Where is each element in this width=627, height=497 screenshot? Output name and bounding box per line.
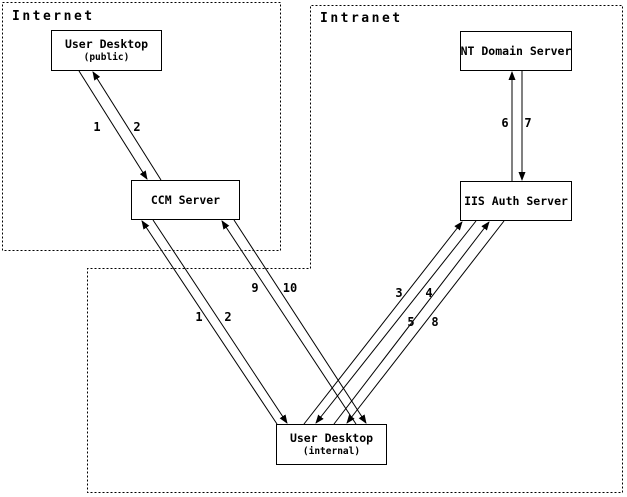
flow-label-10: 10 [282, 281, 298, 295]
node-iis-auth-server: IIS Auth Server [460, 181, 572, 221]
internet-zone-label: Internet [12, 9, 95, 24]
node-subtitle: (internal) [302, 445, 361, 457]
arrow-2-ccm-to-public-desktop [92, 71, 162, 181]
flow-label-3: 3 [395, 286, 403, 300]
arrow-5-internal-desktop-to-iis [333, 221, 490, 425]
flow-label-7: 7 [524, 116, 532, 130]
node-ccm-server: CCM Server [131, 180, 240, 220]
node-title: IIS Auth Server [464, 193, 568, 208]
flow-label-2-internal: 2 [224, 310, 232, 324]
node-subtitle: (public) [83, 51, 130, 63]
flow-label-2-public: 2 [133, 120, 141, 134]
node-title: User Desktop [289, 431, 374, 446]
flow-label-8: 8 [431, 315, 439, 329]
node-user-desktop-internal: User Desktop (internal) [276, 424, 387, 465]
node-title: NT Domain Server [460, 43, 572, 58]
arrow-9-internal-desktop-to-ccm [221, 220, 357, 425]
intranet-zone-border [87, 5, 623, 493]
intranet-zone-label: Intranet [320, 11, 403, 26]
arrow-2-ccm-to-internal-desktop [152, 219, 288, 424]
flow-label-5: 5 [407, 315, 415, 329]
arrow-8-iis-to-internal-desktop [346, 220, 505, 424]
arrow-4-iis-to-internal-desktop [315, 220, 477, 424]
node-title: CCM Server [150, 192, 221, 207]
flow-label-6: 6 [501, 116, 509, 130]
arrow-10-ccm-to-internal-desktop [233, 219, 367, 424]
flow-label-1-internal: 1 [195, 310, 203, 324]
flow-label-1-public: 1 [93, 120, 101, 134]
arrow-1-internal-desktop-to-ccm [141, 220, 278, 425]
node-nt-domain-server: NT Domain Server [460, 31, 572, 71]
arrow-1-public-desktop-to-ccm [78, 70, 148, 180]
flow-label-4: 4 [425, 286, 433, 300]
arrow-3-internal-desktop-to-iis [303, 221, 463, 425]
node-user-desktop-public: User Desktop (public) [51, 30, 162, 71]
internet-zone-border [2, 2, 281, 251]
flow-label-9: 9 [251, 281, 259, 295]
node-title: User Desktop [64, 37, 149, 52]
